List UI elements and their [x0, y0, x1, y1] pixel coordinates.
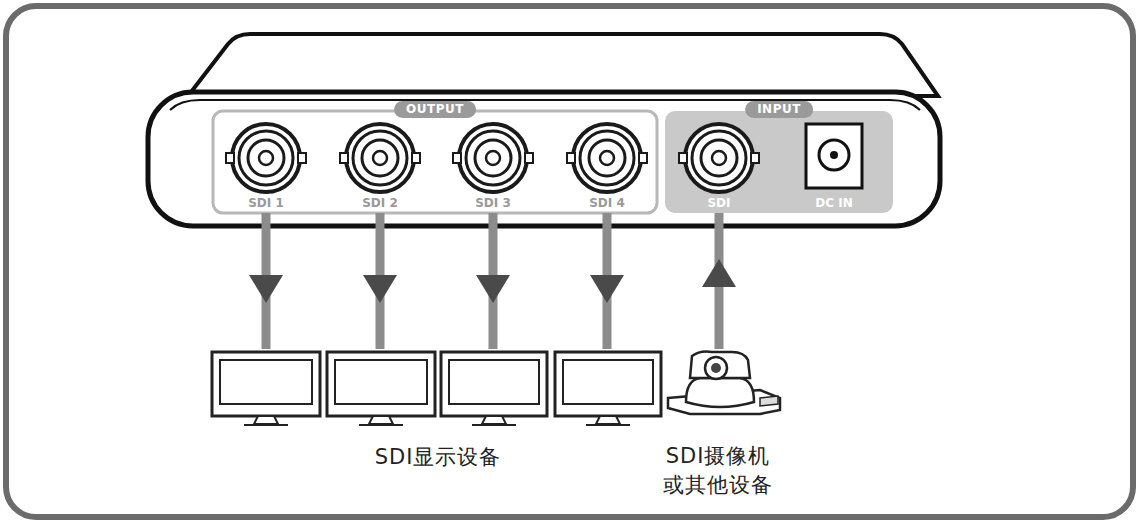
ptz-camera: [668, 352, 780, 415]
output-group-outline: [213, 111, 657, 213]
device-top: [188, 34, 938, 96]
port-label: DC IN: [796, 196, 872, 210]
dc-jack: [806, 124, 862, 188]
group-heading: OUTPUT: [394, 101, 476, 118]
sdi-output-port: SDI 3: [455, 122, 531, 212]
device-caption: SDI显示设备: [205, 443, 671, 472]
frame: [6, 6, 1133, 517]
sdi-output-port: SDI 2: [342, 122, 418, 212]
device-caption: SDI摄像机 或其他设备: [648, 442, 788, 500]
signal-arrow: [476, 213, 510, 349]
dc-in-port: DC IN: [796, 122, 872, 212]
group-heading: INPUT: [745, 101, 813, 118]
monitors: [212, 352, 661, 425]
camera-device: SDI摄像机 或其他设备: [648, 350, 788, 500]
sdi-input-port: SDI: [681, 122, 757, 212]
signal-arrow: [702, 213, 736, 349]
sdi-output-port: SDI 1: [228, 122, 304, 212]
dc-jack-hole: [819, 140, 849, 170]
port-label: SDI: [681, 196, 757, 210]
port-label: SDI 1: [228, 196, 304, 210]
port-label: SDI 2: [342, 196, 418, 210]
signal-arrow: [590, 213, 624, 349]
input-group: INPUTSDIDC IN: [665, 111, 893, 213]
input-panel: [665, 111, 893, 213]
signal-arrow: [363, 213, 397, 349]
dc-jack-pin: [830, 151, 838, 159]
bnc-connectors: [226, 124, 759, 192]
sdi-output-port: SDI 4: [569, 122, 645, 212]
port-label: SDI 3: [455, 196, 531, 210]
signal-arrow: [249, 213, 283, 349]
device-front: [148, 92, 940, 226]
port-label: SDI 4: [569, 196, 645, 210]
display-group: SDI显示设备: [205, 350, 671, 472]
output-group: OUTPUTSDI 1SDI 2SDI 3SDI 4: [213, 111, 657, 213]
